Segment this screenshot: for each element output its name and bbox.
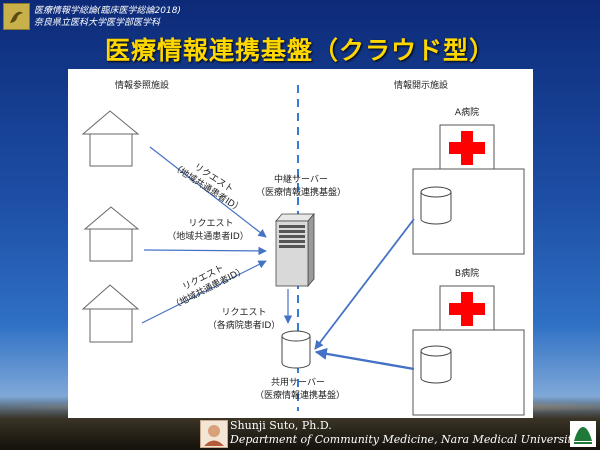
diagram-canvas: 情報参照施設 情報開示施設 リクエスト （地域共通患者ID） リクエスト （地域… <box>81 79 525 416</box>
database-icon <box>420 345 452 384</box>
upload-arrow <box>314 347 415 371</box>
course-subtitle: 奈良県立医科大学医学部医学科 <box>34 18 161 28</box>
shared-server-name: 共用サーバー <box>271 377 325 388</box>
red-cross-icon <box>449 131 485 165</box>
course-title: 医療情報学総論(臨床医学総論2018) <box>34 6 181 16</box>
course-logo <box>3 3 30 30</box>
relay-server-subtitle: （医療情報連携基盤） <box>256 186 346 198</box>
house-icon <box>83 206 140 262</box>
author-name: Shunji Suto, Ph.D. <box>230 419 332 432</box>
request-label: リクエスト <box>188 218 233 229</box>
diagram-panel: 情報参照施設 情報開示施設 リクエスト （地域共通患者ID） リクエスト （地域… <box>68 69 533 418</box>
left-heading: 情報参照施設 <box>115 79 169 91</box>
university-logo <box>570 421 596 447</box>
red-cross-icon <box>449 292 485 326</box>
server-tower-icon <box>275 212 315 288</box>
relay-server-name: 中継サーバー <box>274 173 328 185</box>
hospital-b-label: B病院 <box>455 267 479 279</box>
database-icon <box>281 330 311 369</box>
request-arrow <box>141 260 267 324</box>
database-icon <box>420 186 452 225</box>
hospital-id-label: （各病院患者ID） <box>208 319 281 331</box>
house-icon <box>81 284 140 343</box>
slide-title: 医療情報連携基盤（クラウド型） <box>104 36 495 65</box>
house-icon <box>81 110 140 167</box>
request-arrow <box>143 246 267 256</box>
request-arrow <box>149 146 267 238</box>
hospital-a-label: A病院 <box>455 106 479 118</box>
upload-arrow <box>314 218 415 350</box>
author-photo <box>200 420 228 448</box>
department-name: Department of Community Medicine, Nara M… <box>230 433 579 446</box>
shared-server-subtitle: （医療情報連携基盤） <box>255 389 345 401</box>
right-heading: 情報開示施設 <box>394 79 448 91</box>
regional-id-label: （地域共通患者ID） <box>167 230 249 242</box>
request-label: リクエスト <box>221 307 266 318</box>
